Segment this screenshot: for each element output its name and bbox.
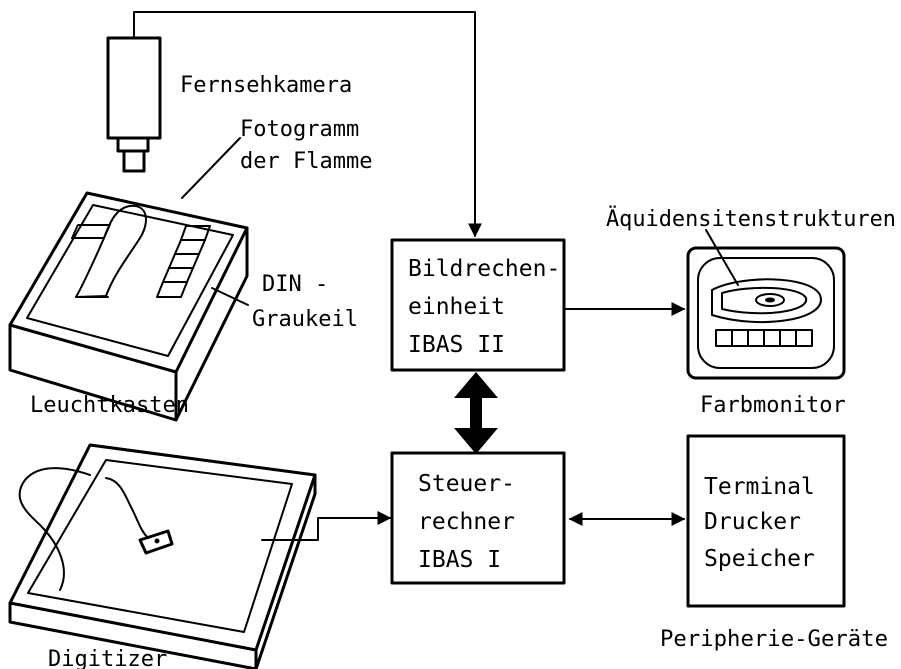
peripheral-box bbox=[686, 434, 846, 608]
color-monitor-icon bbox=[686, 246, 846, 380]
peripheral-line-3: Speicher bbox=[704, 546, 815, 572]
label-peripherals: Peripherie-Geräte bbox=[660, 627, 888, 652]
peripheral-line-2: Drucker bbox=[704, 509, 801, 535]
camera-signal-arrow bbox=[133, 11, 482, 238]
label-lightbox: Leuchtkasten bbox=[30, 393, 189, 418]
image-processor-line-3: IBAS II bbox=[408, 332, 505, 358]
control-computer-box bbox=[390, 451, 566, 585]
digitizer-arrow bbox=[261, 511, 392, 541]
label-digitizer: Digitizer bbox=[48, 647, 167, 669]
label-photogram-1: Fotogramm bbox=[240, 117, 359, 142]
control-computer-line-3: IBAS I bbox=[418, 547, 501, 573]
label-color-monitor: Farbmonitor bbox=[700, 393, 846, 418]
photogram-leader bbox=[181, 137, 241, 199]
image-processor-line-2: einheit bbox=[408, 294, 505, 320]
label-isodensity: Äquidensitenstrukturen bbox=[606, 206, 896, 232]
label-photogram-2: der Flamme bbox=[240, 149, 372, 174]
image-processor-box bbox=[390, 238, 566, 372]
control-computer-line-1: Steuer- bbox=[418, 471, 515, 497]
label-din-1: DIN - bbox=[262, 272, 328, 297]
bidirectional-bus-arrow bbox=[454, 372, 498, 454]
lightbox-icon bbox=[8, 191, 249, 422]
peripheral-line-1: Terminal bbox=[704, 474, 815, 500]
digitizer-icon bbox=[8, 443, 317, 669]
image-processor-line-1: Bildrechen- bbox=[408, 256, 560, 282]
label-din-2: Graukeil bbox=[252, 307, 358, 332]
tv-camera-icon bbox=[106, 36, 162, 173]
label-tv-camera: Fernsehkamera bbox=[180, 73, 352, 98]
isodensity-leader bbox=[705, 229, 739, 286]
din-leader bbox=[211, 287, 249, 306]
control-computer-line-2: rechner bbox=[418, 509, 515, 535]
